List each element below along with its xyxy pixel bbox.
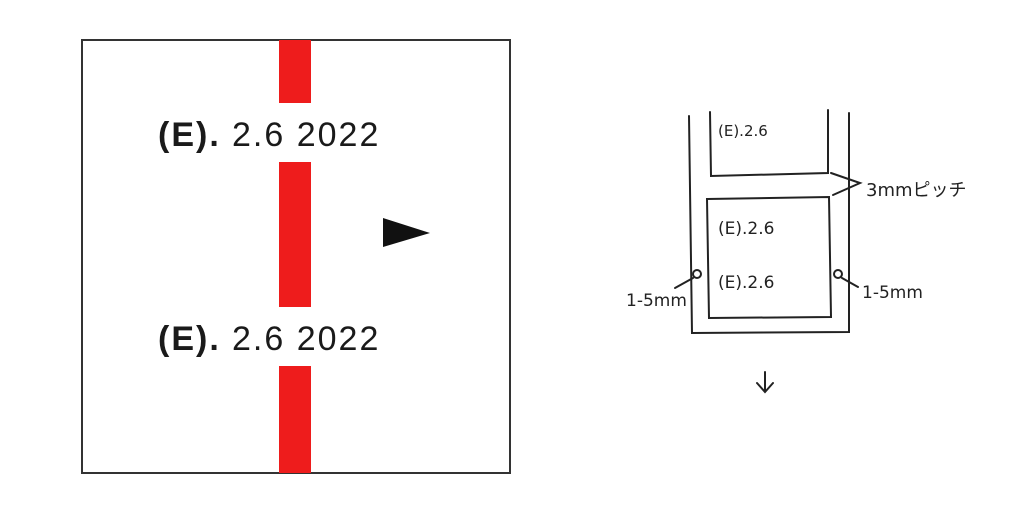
- print-value-2: 2.6 2022: [232, 320, 380, 358]
- sketch-label-mid: (E).2.6: [718, 219, 774, 239]
- margin-leader-right: [841, 277, 859, 288]
- red-stripe-segment: [279, 162, 311, 307]
- print-value-1: 2.6 2022: [232, 116, 380, 154]
- margin-marker-right: [833, 269, 843, 279]
- print-code-1: (E).: [158, 116, 221, 154]
- red-stripe-segment: [279, 40, 311, 103]
- pitch-label: 3mmピッチ: [866, 180, 967, 201]
- red-stripe-segment: [279, 366, 311, 473]
- print-sample: (E). 2.6 2022 (E). 2.6 2022: [81, 39, 511, 474]
- margin-marker-left: [692, 269, 702, 279]
- margin-label-left: 1-5mm: [626, 291, 687, 311]
- margin-leader-left: [674, 277, 694, 289]
- hand-sketch: [674, 109, 863, 394]
- triangle-right-icon: [383, 218, 430, 247]
- outer-strip-outline: [688, 112, 850, 335]
- margin-label-right: 1-5mm: [862, 283, 923, 303]
- sketch-label-low: (E).2.6: [718, 273, 774, 293]
- label-box-top: [709, 109, 829, 178]
- sketch-label-top: (E).2.6: [718, 122, 768, 140]
- label-box-current: [705, 195, 833, 320]
- pitch-leader: [830, 172, 863, 196]
- print-code-2: (E).: [158, 320, 221, 358]
- arrow-down-icon: [756, 371, 774, 394]
